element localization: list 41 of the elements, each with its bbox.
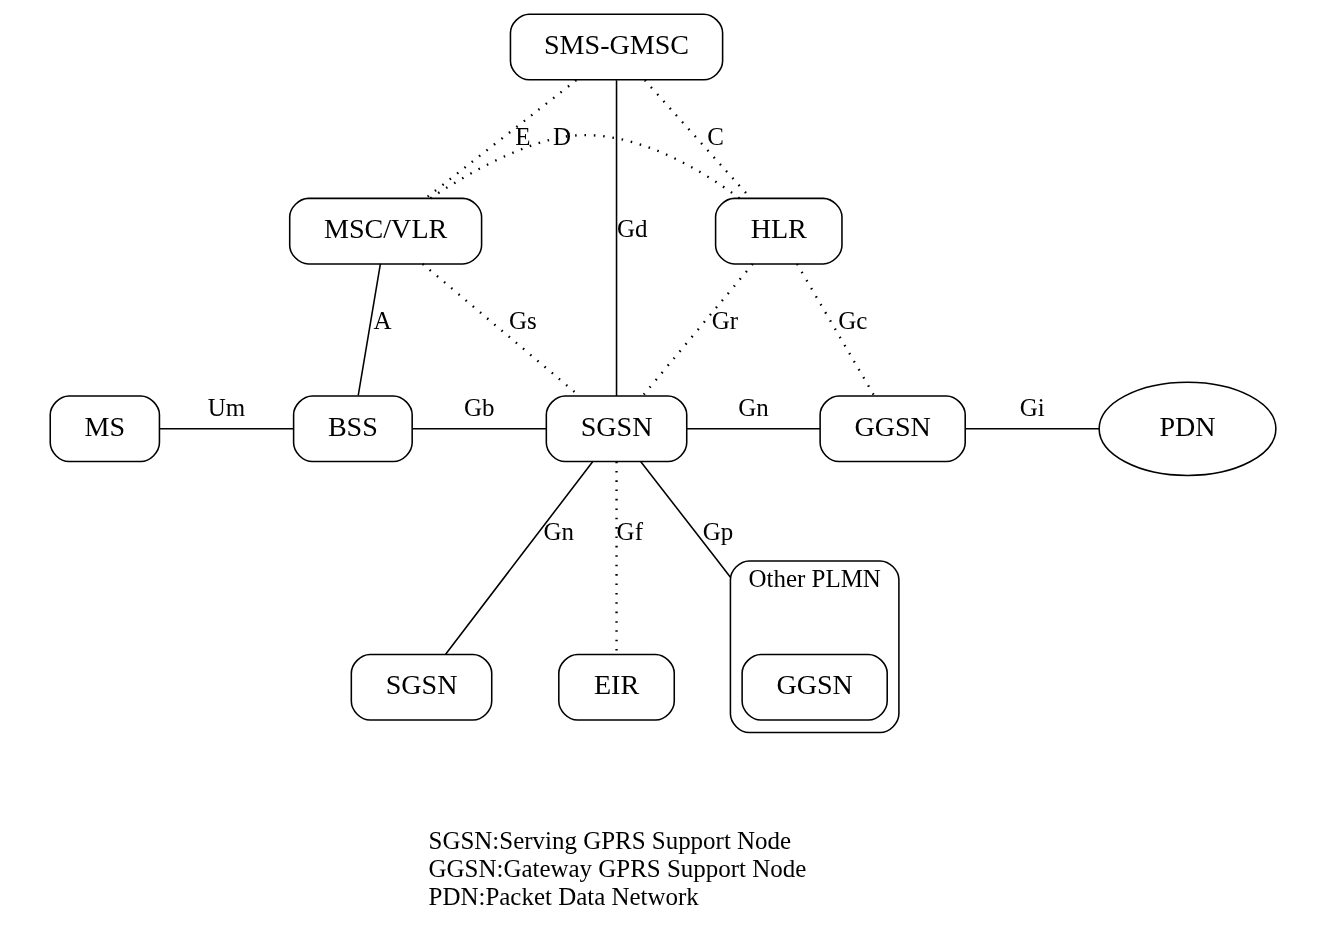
edge-label: E	[514, 123, 531, 151]
edge-label: Gp	[702, 518, 733, 546]
edge-label: D	[552, 123, 571, 151]
connector	[424, 79, 577, 199]
edge-label: Gn	[737, 394, 769, 422]
edge-label: C	[706, 123, 724, 151]
connector	[444, 460, 593, 655]
edge-label: Gs	[508, 307, 537, 335]
edge-label: Gn	[543, 518, 574, 546]
connector	[429, 133, 740, 200]
edge-label: Gf	[616, 518, 643, 546]
node-box: EIR	[557, 653, 675, 721]
edge-label: Gd	[616, 215, 647, 243]
connector	[685, 428, 821, 430]
node-box: SGSN	[545, 395, 687, 463]
edge-label: Um	[207, 394, 245, 422]
node-box: GGSN	[740, 653, 888, 721]
label: GGSN:Gateway GPRS Support Node	[428, 855, 806, 883]
connector	[641, 263, 754, 397]
label: PDN:Packet Data Network	[428, 883, 699, 911]
label: SGSN:Serving GPRS Support Node	[428, 827, 791, 855]
connector	[639, 460, 731, 578]
connector	[158, 428, 294, 430]
node-box: HLR	[714, 197, 843, 265]
edge-label: A	[373, 307, 392, 335]
connector	[615, 79, 617, 397]
edge-label: Gi	[1019, 394, 1045, 422]
edge-label: Gb	[463, 394, 494, 422]
node-box: SMS-GMSC	[509, 13, 723, 81]
connector	[964, 428, 1100, 430]
connector	[411, 428, 547, 430]
node-ellipse: PDN	[1097, 381, 1277, 477]
connector	[795, 263, 875, 396]
node-box: MS	[48, 395, 160, 463]
connector	[356, 263, 381, 397]
node-box: GGSN	[818, 395, 966, 463]
node-box: MSC/VLR	[288, 197, 482, 265]
edge-label: Gr	[711, 307, 738, 335]
node-box: SGSN	[350, 653, 492, 721]
edge-label: Gc	[837, 307, 867, 335]
node-box: BSS	[292, 395, 413, 463]
